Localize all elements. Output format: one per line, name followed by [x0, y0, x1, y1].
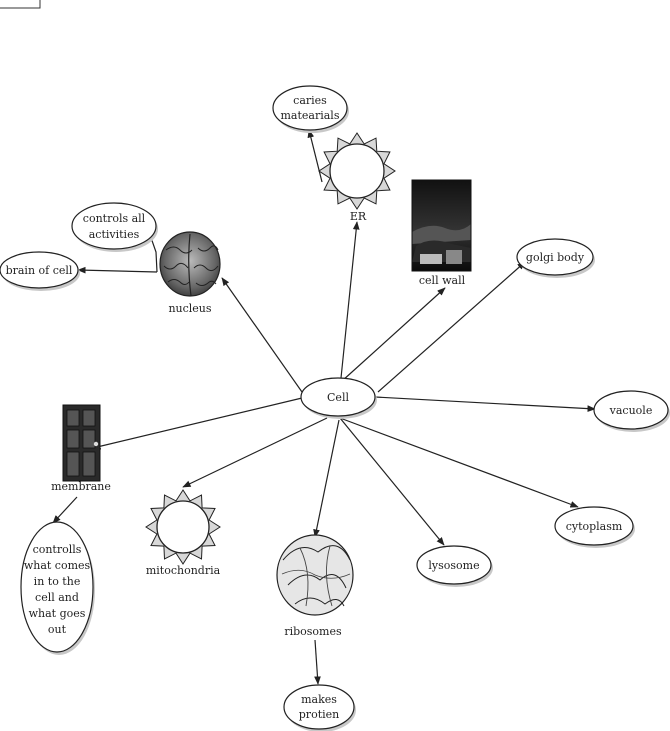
edge-er-caries [307, 129, 323, 183]
connectors [52, 129, 596, 685]
edge-ribosomes-makes [314, 639, 321, 685]
scan-corner-mark [0, 0, 41, 9]
cell-wall-photo [411, 179, 472, 272]
edge-nucleus-brain [77, 266, 158, 274]
node-vacuole-label: vacuole [609, 404, 653, 417]
node-brain-of-cell: brain of cell [0, 251, 80, 291]
edge-cell-golgi [377, 261, 526, 393]
node-caries: caries matearials [272, 85, 349, 133]
node-lysosome: lysosome [416, 545, 493, 587]
node-caries-line-2: matearials [281, 109, 340, 122]
er-sun-icon [318, 132, 396, 210]
edge-cell-vacuole [374, 396, 596, 412]
node-lysosome-label: lysosome [428, 559, 479, 572]
captions: ER cell wall nucleus membrane mitochondr… [51, 210, 465, 638]
caption-cell-wall: cell wall [419, 274, 466, 287]
node-cell-label: Cell [327, 391, 349, 404]
edge-membrane-controlls [52, 496, 78, 524]
node-controls-all: controls all activities [71, 202, 158, 252]
node-cytoplasm-label: cytoplasm [566, 520, 623, 533]
ribosome-cabbage-icon [276, 534, 354, 616]
caption-mitochondria: mitochondria [146, 564, 221, 577]
caption-nucleus: nucleus [168, 302, 211, 315]
node-controlls-line-6: out [48, 623, 67, 636]
node-controlls-line-4: cell and [35, 591, 79, 604]
node-vacuole: vacuole [593, 390, 670, 432]
edge-cell-lysosome [339, 417, 445, 546]
node-brain-label: brain of cell [6, 264, 73, 277]
edge-cell-nucleus [221, 277, 303, 393]
edge-cell-ribosomes [313, 419, 340, 538]
node-controlls-line-5: what goes [29, 607, 86, 620]
node-makes-line-2: protien [299, 708, 339, 721]
edge-cell-cytoplasm [339, 417, 579, 508]
caption-ribosomes: ribosomes [284, 625, 342, 638]
node-makes-line-1: makes [301, 693, 337, 706]
door-icon [62, 404, 101, 482]
edge-cell-er [340, 221, 360, 379]
node-controls-line-2: activities [89, 228, 140, 241]
node-controls-line-1: controls all [83, 212, 146, 225]
node-golgi: golgi body [516, 238, 595, 278]
node-makes-protien: makes protien [283, 684, 356, 731]
edge-cell-cellwall [341, 287, 446, 382]
node-controlls-line-1: controlls [33, 543, 82, 556]
node-golgi-label: golgi body [526, 251, 585, 264]
brain-icon [159, 231, 221, 297]
node-cytoplasm: cytoplasm [554, 506, 635, 548]
node-caries-line-1: caries [293, 94, 327, 107]
caption-membrane: membrane [51, 480, 111, 493]
node-controlls: controlls what comes in to the cell and … [20, 521, 95, 655]
node-cell: Cell [300, 377, 377, 419]
edge-cell-mitochondria [182, 417, 328, 488]
node-controlls-line-3: in to the [34, 575, 81, 588]
node-controlls-line-2: what comes [24, 559, 91, 572]
edge-cell-membrane [92, 397, 303, 450]
mitochondria-sun-icon [145, 489, 221, 565]
caption-er: ER [350, 210, 367, 223]
